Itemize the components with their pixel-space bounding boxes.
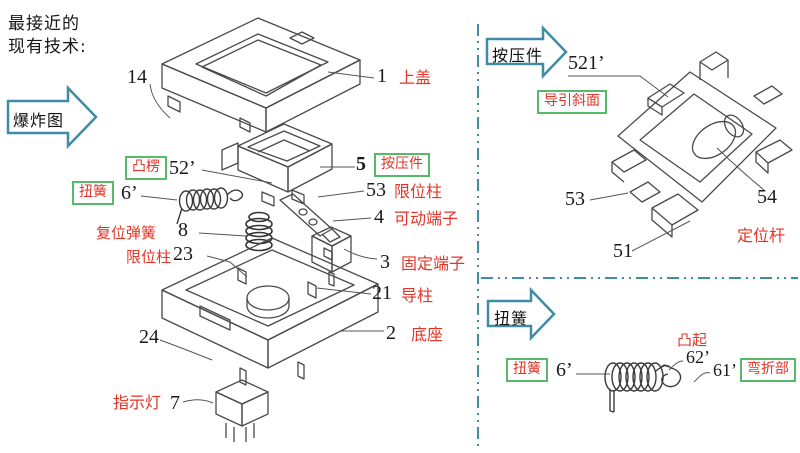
label-limit-post-right: 限位柱 — [394, 182, 443, 201]
leader-lines — [140, 71, 765, 404]
torsion-spring-drawing — [176, 187, 244, 225]
ref-14: 14 — [127, 66, 147, 88]
ref-1: 1 — [377, 65, 387, 87]
label-torsion-detail-boxed: 扭簧 — [506, 358, 548, 382]
page-title-line1: 最接近的 — [8, 14, 80, 34]
label-boss-boxed: 凸楞 — [125, 156, 167, 180]
press-piece-arrow-label: 按压件 — [492, 46, 544, 65]
ref-54: 54 — [757, 186, 777, 208]
return-spring-drawing — [245, 211, 273, 252]
label-guide-slope-boxed: 导引斜面 — [537, 90, 607, 114]
ref-8: 8 — [178, 219, 188, 241]
label-positioning-rod: 定位杆 — [737, 226, 786, 245]
callout-arrow-shapes — [6, 24, 568, 342]
ref-62: 62’ — [686, 347, 710, 367]
torsion-spring-arrow-label: 扭簧 — [494, 309, 529, 328]
ref-6-detail: 6’ — [556, 359, 573, 381]
label-return-spring: 复位弹簧 — [96, 224, 157, 242]
ref-53: 53 — [366, 179, 386, 201]
torsion-arrow-shape — [486, 286, 556, 342]
exploded-arrow-shape — [6, 84, 98, 150]
fixed-terminal-drawing — [311, 226, 352, 287]
label-torsion-spring-boxed: 扭簧 — [72, 181, 114, 205]
label-top-cover: 上盖 — [399, 68, 432, 87]
label-indicator-led: 指示灯 — [113, 393, 162, 412]
ref-521: 521’ — [568, 52, 605, 74]
ref-2: 2 — [386, 322, 396, 344]
ref-52: 52’ — [169, 157, 196, 179]
exploded-view-arrow-label: 爆炸图 — [13, 111, 65, 130]
indicator-led-drawing — [215, 379, 269, 442]
press-detail-drawing — [611, 51, 793, 238]
ref-5: 5 — [356, 153, 366, 175]
section-dividers — [477, 24, 798, 447]
press-arrow-shape — [485, 24, 568, 80]
label-bend-part-boxed: 弯折部 — [740, 358, 796, 382]
torsion-detail-drawing — [604, 362, 682, 413]
ref-21: 21 — [372, 282, 392, 304]
base-drawing — [161, 237, 379, 386]
ref-51: 51 — [613, 240, 633, 262]
page-title-line2: 现有技术: — [8, 37, 87, 57]
ref-61: 61’ — [713, 360, 737, 380]
label-movable-terminal: 可动端子 — [394, 209, 459, 228]
label-bump: 凸起 — [677, 331, 708, 349]
ref-24: 24 — [139, 326, 159, 348]
ref-53-detail: 53 — [565, 188, 585, 210]
page-title: 最接近的 现有技术: — [8, 13, 87, 59]
ref-7: 7 — [170, 392, 180, 414]
ref-6: 6’ — [121, 182, 138, 204]
movable-terminal-drawing — [279, 193, 341, 243]
ref-3: 3 — [380, 251, 390, 273]
label-guide-post: 导柱 — [401, 286, 434, 305]
label-press-piece-boxed: 按压件 — [374, 153, 430, 177]
label-base: 底座 — [411, 325, 444, 344]
ref-23: 23 — [173, 243, 193, 265]
ref-4: 4 — [374, 206, 384, 228]
top-cover-drawing — [161, 17, 361, 133]
label-fixed-terminal: 固定端子 — [401, 254, 466, 273]
press-piece-drawing — [221, 123, 333, 207]
label-limit-post-left: 限位柱 — [126, 248, 172, 266]
